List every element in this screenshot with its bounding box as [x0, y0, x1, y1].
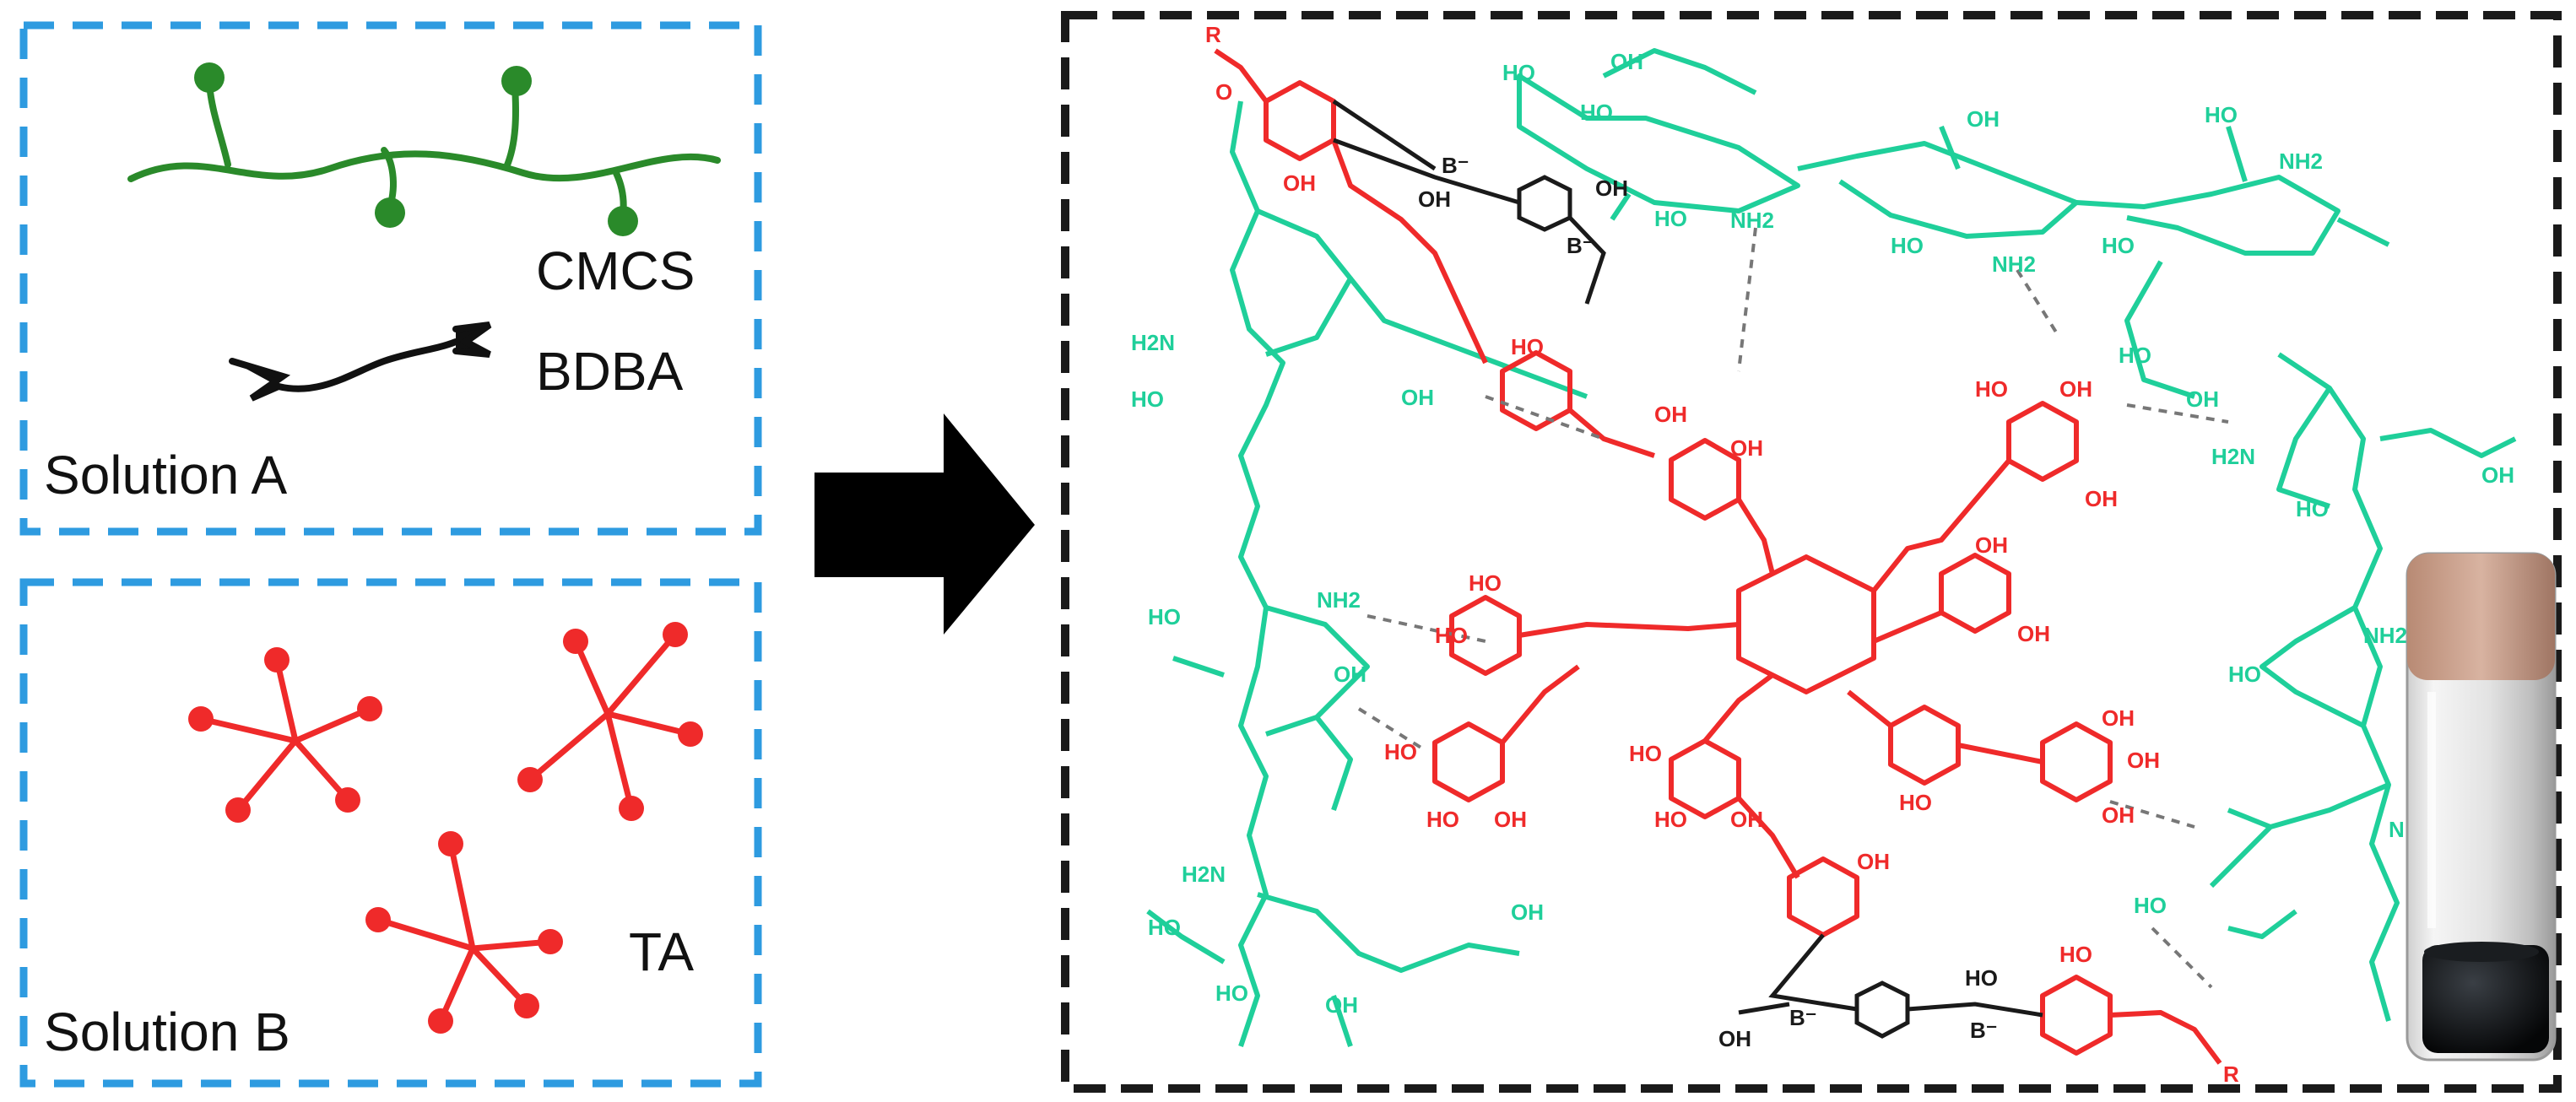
- group-label: OH: [1325, 992, 1358, 1018]
- group-label: OH: [1975, 532, 2008, 558]
- group-label: HO: [1469, 570, 1502, 596]
- group-label: OH: [1654, 402, 1687, 427]
- group-label: HO: [1148, 604, 1181, 629]
- group-label: NH2: [2363, 623, 2407, 648]
- group-label: HO: [1215, 980, 1248, 1006]
- group-label: NH2: [1730, 208, 1774, 233]
- group-label: OH: [1730, 807, 1763, 832]
- group-label: HO: [1148, 915, 1181, 940]
- solution-a-label: Solution A: [44, 445, 288, 505]
- group-label: B⁻: [1789, 1005, 1817, 1030]
- group-label: OH: [2127, 748, 2160, 773]
- group-label: HO: [2296, 496, 2329, 521]
- group-label: B⁻: [1970, 1018, 1998, 1043]
- group-label: OH: [1511, 899, 1544, 925]
- group-label: OH: [1610, 49, 1643, 74]
- group-label: OH: [1418, 186, 1451, 212]
- group-label: OH: [2481, 462, 2514, 488]
- group-label: H2N: [1131, 330, 1175, 355]
- group-label: HO: [2119, 343, 2151, 368]
- group-label: H2N: [1182, 862, 1226, 887]
- bdba-label: BDBA: [536, 341, 684, 402]
- vial-photo-icon: [2406, 552, 2557, 1061]
- arrow-right-icon: [814, 413, 1035, 635]
- cmcs-polymer-icon: [127, 62, 721, 236]
- group-label: HO: [1629, 741, 1662, 766]
- group-label: O: [1215, 79, 1232, 105]
- cmcs-label: CMCS: [536, 240, 695, 301]
- group-label: B⁻: [1442, 153, 1469, 178]
- group-label: OH: [2186, 386, 2219, 412]
- group-label: OH: [1401, 385, 1434, 410]
- group-label: HO: [2205, 102, 2238, 127]
- ta-label: TA: [629, 921, 694, 982]
- group-label: HO: [2059, 942, 2092, 967]
- group-label: OH: [1730, 435, 1763, 461]
- tannic-acid-core: [1214, 48, 2222, 1065]
- hydrogen-bonds: [1357, 227, 2229, 989]
- group-label: NH2: [2279, 149, 2323, 174]
- boronic-ester-bridges: [1332, 99, 2043, 1039]
- group-label: HO: [2134, 893, 2167, 918]
- group-label: HO: [1580, 100, 1613, 125]
- group-label: HO: [1502, 60, 1535, 85]
- group-label: OH: [2085, 486, 2118, 511]
- group-label: HO: [1435, 623, 1468, 648]
- group-label: OH: [1595, 176, 1628, 201]
- solution-a-frame: [19, 21, 762, 536]
- group-label: HO: [1654, 206, 1687, 231]
- group-label: HO: [1426, 807, 1459, 832]
- group-label: NH2: [1317, 587, 1361, 613]
- group-label: HO: [1511, 334, 1544, 359]
- bdba-crosslinker-icon: [229, 321, 492, 402]
- ta-star-icon: [188, 647, 382, 823]
- group-label: OH: [2102, 802, 2135, 828]
- group-label: HO: [1131, 386, 1164, 412]
- group-label: OH: [2059, 376, 2092, 402]
- group-label: OH: [1334, 662, 1366, 687]
- group-label: OH: [1494, 807, 1527, 832]
- solution-b-label: Solution B: [44, 1002, 290, 1062]
- group-label: HO: [1891, 233, 1924, 258]
- group-label: OH: [1967, 106, 2000, 132]
- group-label: HO: [2102, 233, 2135, 258]
- group-label: B⁻: [1567, 233, 1594, 258]
- group-label: H2N: [2211, 444, 2255, 469]
- network-frame: [1061, 11, 2562, 1093]
- group-label: HO: [1654, 807, 1687, 832]
- group-label: HO: [1975, 376, 2008, 402]
- group-label: OH: [2017, 621, 2050, 646]
- group-label: OH: [1718, 1026, 1751, 1051]
- ta-star-icon: [517, 622, 703, 821]
- group-label: R: [1205, 22, 1221, 47]
- group-label: HO: [2228, 662, 2261, 687]
- group-label: HO: [1899, 790, 1932, 815]
- ta-star-icon: [365, 831, 563, 1034]
- solution-b-frame: [19, 578, 762, 1088]
- group-label: OH: [1857, 849, 1890, 874]
- network-group-labels: HO OH HO HO NH2 OH HO NH2 HO NH2 HO HO O…: [1131, 22, 2514, 1087]
- group-label: R: [2223, 1061, 2239, 1087]
- group-label: OH: [1283, 170, 1316, 196]
- group-label: NH2: [1992, 251, 2036, 277]
- group-label: OH: [2102, 705, 2135, 731]
- group-label: HO: [1384, 739, 1417, 764]
- cmcs-network-strands: [1146, 48, 2517, 1047]
- group-label: HO: [1965, 965, 1998, 991]
